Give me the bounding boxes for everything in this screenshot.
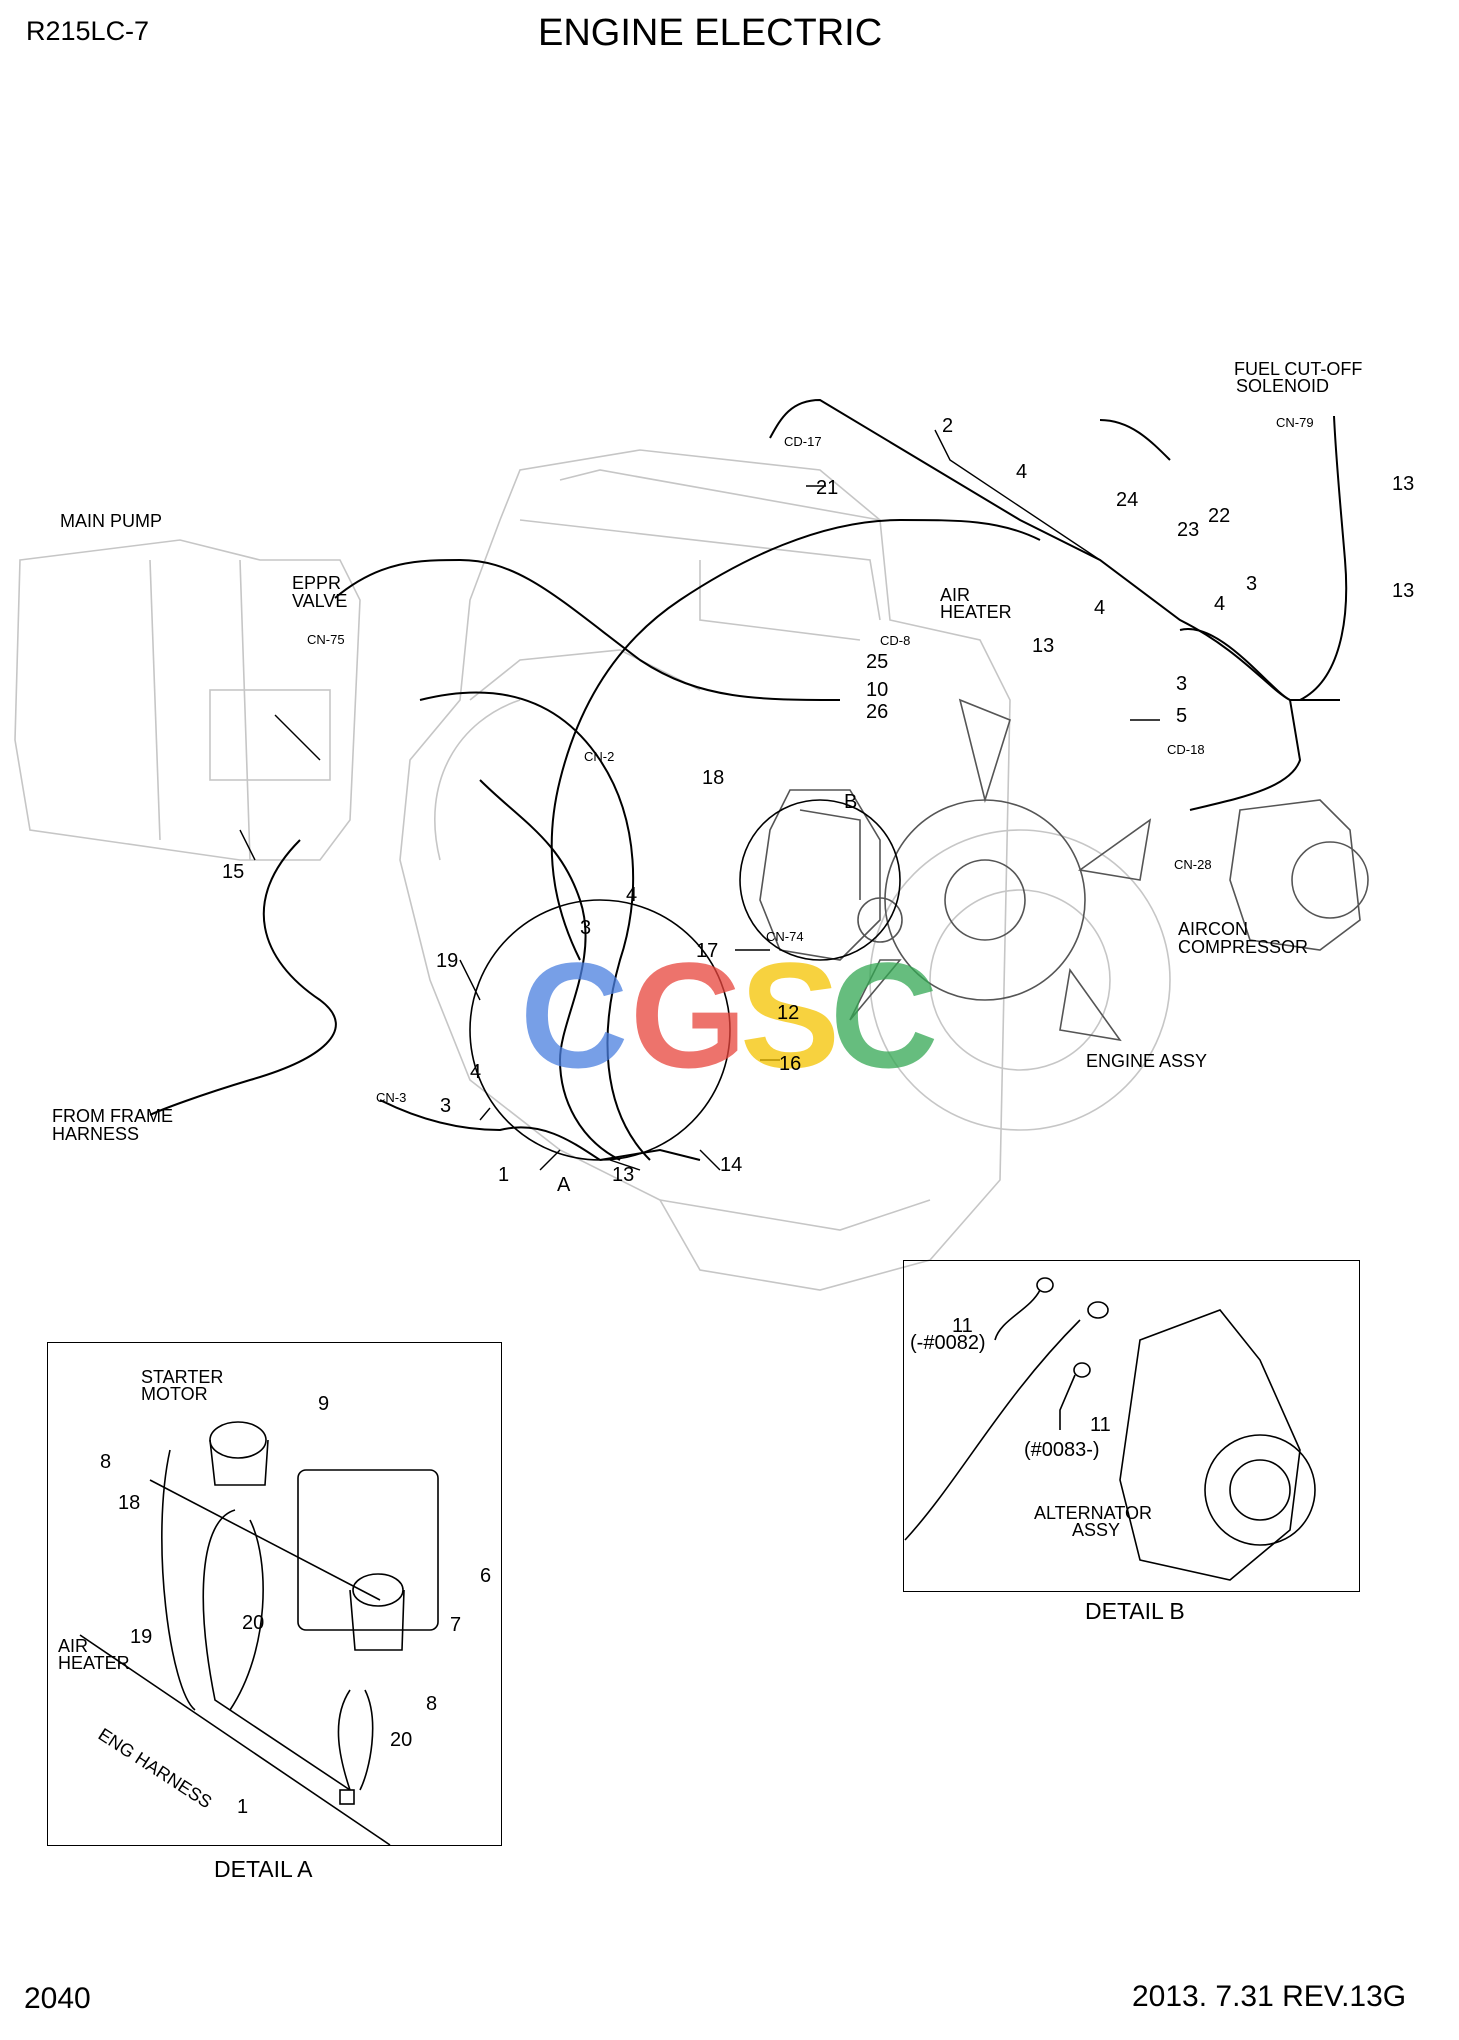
detail-b-drawing — [904, 1277, 1316, 1581]
label-air-heater-2: HEATER — [940, 602, 1012, 622]
alternator-outline — [759, 789, 903, 961]
part-11-b: 11 — [1090, 1414, 1111, 1436]
part-11-a: 11 — [952, 1315, 973, 1337]
part-13-d: 13 — [612, 1164, 635, 1186]
detail-a-box — [47, 1342, 502, 1846]
part-4-e: 4 — [470, 1061, 482, 1083]
part-1-a: 1 — [498, 1164, 510, 1186]
part-13-c: 13 — [1032, 635, 1055, 657]
part-19-a: 19 — [436, 950, 459, 972]
label-detail-a-air-1: AIR — [58, 1636, 89, 1656]
part-19-b: 19 — [130, 1626, 153, 1648]
label-aircon-2: COMPRESSOR — [1178, 937, 1309, 957]
part-15: 15 — [222, 861, 245, 883]
engine-block-outline — [399, 449, 1171, 1291]
label-air-heater-1: AIR — [940, 585, 971, 605]
part-8-a: 8 — [100, 1451, 112, 1473]
part-25: 25 — [866, 651, 889, 673]
connector-cn74: CN-74 — [766, 929, 804, 944]
label-from-frame-2: HARNESS — [52, 1124, 140, 1144]
label-alternator-1: ALTERNATOR — [1034, 1503, 1153, 1523]
part-6: 6 — [480, 1565, 492, 1587]
label-from-frame-1: FROM FRAME — [52, 1106, 173, 1126]
detail-a-drawing — [79, 1421, 439, 1846]
label-detail-a-air-2: HEATER — [58, 1653, 130, 1673]
label-starter-2: MOTOR — [141, 1384, 208, 1404]
connector-cd18: CD-18 — [1167, 742, 1205, 757]
label-fuel-cutoff-1: FUEL CUT-OFF — [1234, 359, 1363, 379]
revision-date: 2013. 7.31 REV.13G — [1132, 1980, 1407, 2013]
connector-cn3: CN-3 — [376, 1090, 407, 1105]
part-23: 23 — [1177, 519, 1200, 541]
detail-circles — [469, 799, 901, 1161]
callout-b: B — [844, 791, 858, 813]
part-8-b: 8 — [426, 1693, 438, 1715]
label-eppr-1: EPPR — [292, 573, 342, 593]
part-13-a: 13 — [1392, 473, 1415, 495]
connector-cn2: CN-2 — [584, 749, 615, 764]
label-starter-1: STARTER — [141, 1367, 224, 1387]
part-4-c: 4 — [1214, 593, 1226, 615]
wiring-harness — [149, 398, 1348, 1161]
part-7: 7 — [450, 1614, 462, 1636]
model-number: R215LC-7 — [26, 16, 150, 46]
detail-b-box — [903, 1260, 1360, 1592]
part-18-b: 18 — [118, 1492, 141, 1514]
watermark-s: S — [740, 931, 841, 1099]
part-13-b: 13 — [1392, 580, 1415, 602]
part-5: 5 — [1176, 705, 1188, 727]
page-number: 2040 — [24, 1982, 91, 2015]
part-22: 22 — [1208, 505, 1231, 527]
callout-a: A — [557, 1174, 571, 1196]
page-title: ENGINE ELECTRIC — [538, 12, 883, 54]
part-20-b: 20 — [390, 1729, 413, 1751]
label-serial-before: (-#0082) — [910, 1332, 986, 1354]
watermark-g: G — [630, 931, 747, 1099]
part-17: 17 — [696, 940, 719, 962]
label-aircon-1: AIRCON — [1178, 919, 1249, 939]
part-2: 2 — [942, 415, 954, 437]
label-alternator-2: ASSY — [1072, 1520, 1121, 1540]
leader-lines — [239, 429, 1160, 1171]
part-3-c: 3 — [580, 917, 592, 939]
part-4-a: 4 — [1016, 461, 1028, 483]
watermark-c2: C — [830, 931, 939, 1099]
part-3-d: 3 — [440, 1095, 452, 1117]
part-14: 14 — [720, 1154, 743, 1176]
label-detail-a: DETAIL A — [214, 1856, 313, 1882]
connector-cn75: CN-75 — [307, 632, 345, 647]
part-16: 16 — [779, 1053, 802, 1075]
label-eppr-2: VALVE — [292, 591, 348, 611]
label-detail-b: DETAIL B — [1085, 1598, 1185, 1624]
part-26: 26 — [866, 701, 889, 723]
aircon-compressor-outline — [1229, 799, 1369, 951]
part-21: 21 — [816, 477, 839, 499]
part-3-b: 3 — [1176, 673, 1188, 695]
label-main-pump: MAIN PUMP — [60, 511, 163, 531]
part-10: 10 — [866, 679, 889, 701]
part-3-a: 3 — [1246, 573, 1258, 595]
part-24: 24 — [1116, 489, 1139, 511]
connector-cd8: CD-8 — [880, 633, 911, 648]
label-serial-after: (#0083-) — [1024, 1439, 1100, 1461]
part-4-b: 4 — [1094, 597, 1106, 619]
label-engine-assy: ENGINE ASSY — [1086, 1051, 1208, 1071]
part-20-a: 20 — [242, 1612, 265, 1634]
connector-cn79: CN-79 — [1276, 415, 1314, 430]
part-12: 12 — [777, 1002, 800, 1024]
main-pump-outline — [14, 539, 361, 861]
connector-cn28: CN-28 — [1174, 857, 1212, 872]
part-9: 9 — [318, 1393, 330, 1415]
part-18-a: 18 — [702, 767, 725, 789]
part-1-b: 1 — [237, 1796, 249, 1818]
watermark-c1: C — [520, 931, 629, 1099]
fan-outline — [849, 698, 1152, 1042]
label-fuel-cutoff-2: SOLENOID — [1236, 376, 1330, 396]
part-4-d: 4 — [626, 884, 638, 906]
connector-cd17: CD-17 — [784, 434, 822, 449]
